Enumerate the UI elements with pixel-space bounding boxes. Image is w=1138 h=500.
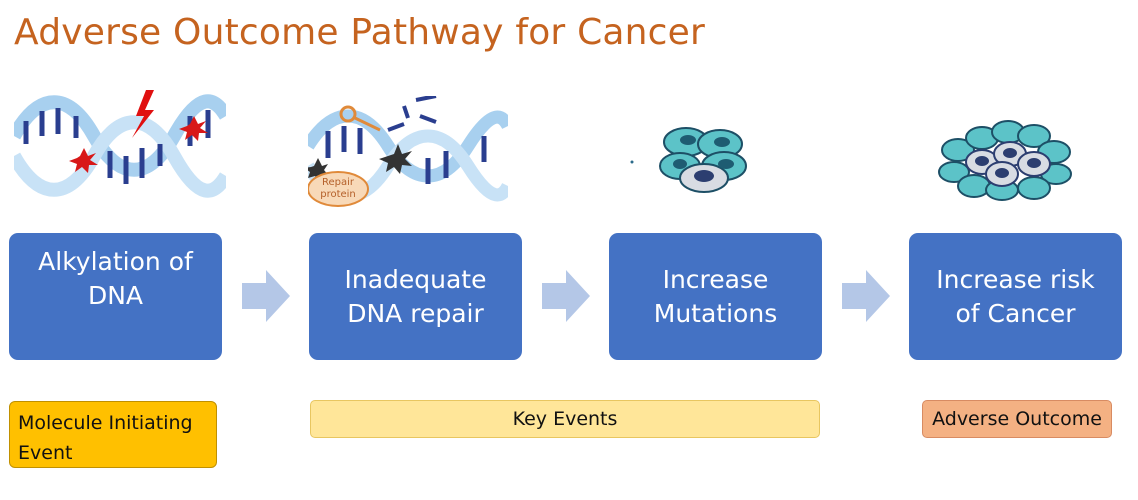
step-label: Alkylation of DNA [38, 247, 193, 310]
step-inadequate-dna-repair: Inadequate DNA repair [309, 233, 522, 360]
dna-repair-illustration: Repair protein [308, 96, 508, 207]
repair-protein-blob [308, 171, 369, 207]
wrench-icon [339, 105, 381, 132]
step-label: Inadequate DNA repair [344, 264, 487, 328]
tag-label: Key Events [512, 408, 618, 430]
adverse-outcome-tag: Adverse Outcome [922, 400, 1112, 438]
step-label: Increase risk of Cancer [936, 264, 1095, 328]
step-label: Increase Mutations [653, 264, 778, 328]
arrow-right-icon [842, 270, 890, 322]
mutated-cells-illustration [630, 127, 747, 193]
lightning-icon [132, 90, 154, 138]
tumor-illustration [938, 120, 1072, 201]
repair-protein-label-2: protein [320, 189, 356, 200]
page-title: Adverse Outcome Pathway for Cancer [14, 12, 706, 53]
step-increase-mutations: Increase Mutations [609, 233, 822, 360]
arrow-right-icon [542, 270, 590, 322]
tag-label: Molecule Initiating Event [18, 412, 193, 464]
arrow-right-icon [242, 270, 290, 322]
repair-protein-label: Repair [322, 177, 355, 188]
key-events-tag: Key Events [310, 400, 820, 438]
molecule-initiating-event-tag: Molecule Initiating Event [9, 401, 217, 468]
step-increase-risk-of-cancer: Increase risk of Cancer [909, 233, 1122, 360]
tag-label: Adverse Outcome [932, 408, 1102, 430]
dna-damage-illustration [14, 90, 226, 198]
step-alkylation-of-dna: Alkylation of DNA [9, 233, 222, 360]
